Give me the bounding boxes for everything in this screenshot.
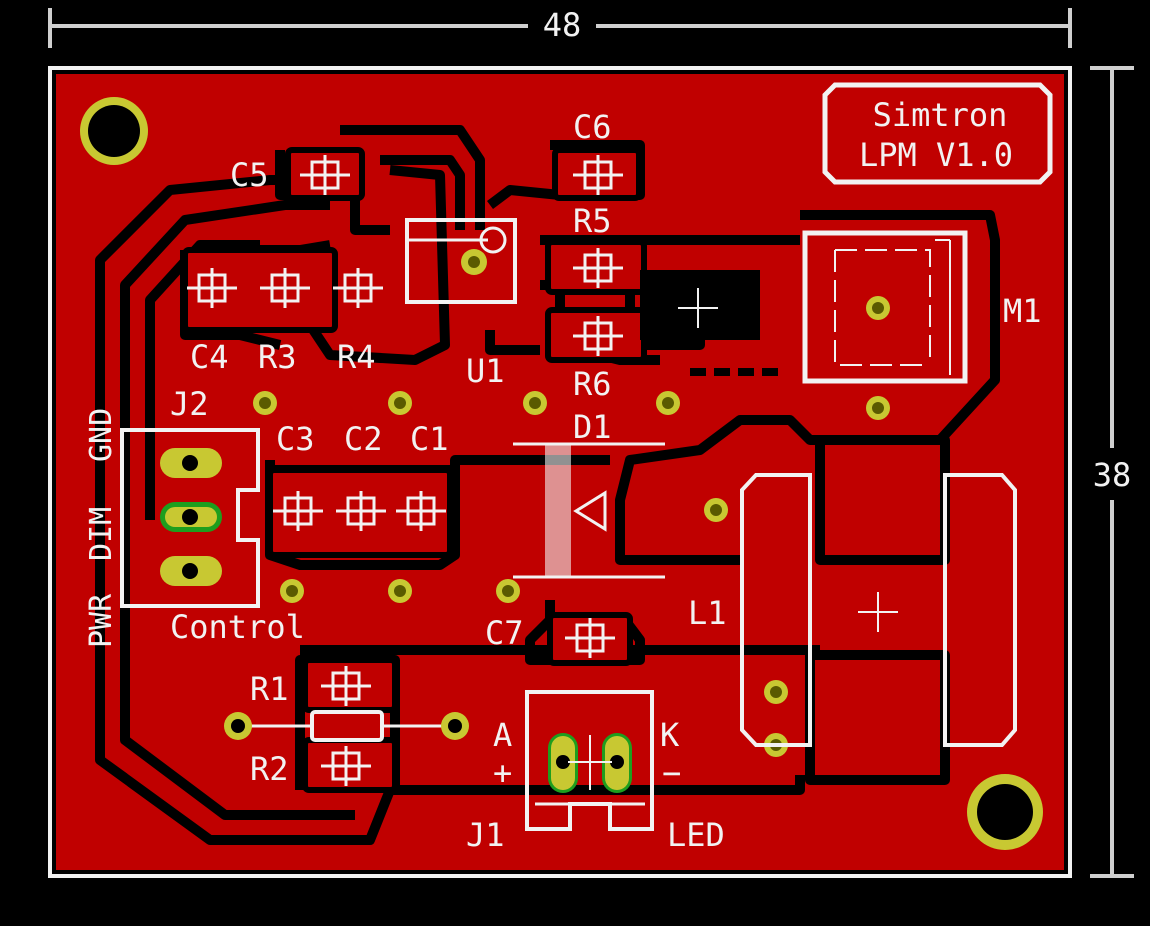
label-d1: D1 bbox=[573, 408, 612, 446]
label-u1: U1 bbox=[466, 352, 505, 390]
label-r3: R3 bbox=[258, 338, 297, 376]
label-gnd: GND bbox=[84, 408, 119, 462]
label-r5: R5 bbox=[573, 202, 612, 240]
label-c5: C5 bbox=[230, 156, 269, 194]
width-dimension bbox=[48, 8, 1072, 48]
j1-connector-outline bbox=[525, 690, 654, 831]
label-r4: R4 bbox=[337, 338, 376, 376]
component-markers bbox=[187, 155, 623, 786]
title-line-1: Simtron bbox=[873, 96, 1008, 134]
label-pwr: PWR bbox=[84, 593, 119, 648]
label-m1: M1 bbox=[1003, 292, 1042, 330]
label-c2: C2 bbox=[344, 420, 383, 458]
label-r6: R6 bbox=[573, 365, 612, 403]
label-cathode: K bbox=[660, 716, 680, 754]
label-c7: C7 bbox=[485, 614, 524, 652]
d1-diode-outline bbox=[513, 442, 665, 579]
title-line-2: LPM V1.0 bbox=[859, 136, 1013, 174]
label-plus: + bbox=[493, 754, 512, 792]
mounting-hole-top-left bbox=[80, 97, 148, 165]
title-box bbox=[822, 82, 1053, 185]
label-r1: R1 bbox=[250, 670, 289, 708]
j2-pins bbox=[160, 448, 222, 586]
label-led: LED bbox=[667, 816, 725, 854]
j2-pin-labels: GND DIM PWR bbox=[84, 408, 119, 648]
label-j2: J2 bbox=[170, 385, 209, 423]
height-dimension bbox=[1090, 66, 1134, 878]
label-c1: C1 bbox=[410, 420, 449, 458]
mounting-hole-bottom-right bbox=[967, 774, 1043, 850]
designator-labels: C5 C6 R5 R6 C4 R3 R4 U1 M1 J2 C3 C2 C1 D… bbox=[170, 108, 1042, 854]
j2-connector-outline bbox=[120, 428, 260, 608]
r1-r2-resistor-body bbox=[224, 710, 469, 742]
width-dimension-label: 48 bbox=[543, 6, 582, 44]
label-c6: C6 bbox=[573, 108, 612, 146]
label-j1: J1 bbox=[466, 816, 505, 854]
l1-inductor-outline bbox=[740, 473, 1017, 747]
m1-mosfet-outline bbox=[640, 230, 968, 384]
label-c3: C3 bbox=[276, 420, 315, 458]
label-dim: DIM bbox=[84, 507, 119, 561]
height-dimension-label: 38 bbox=[1093, 456, 1132, 494]
label-anode: A bbox=[493, 716, 512, 754]
label-r2: R2 bbox=[250, 750, 289, 788]
label-c4: C4 bbox=[190, 338, 229, 376]
u1-regulator-outline bbox=[405, 218, 517, 304]
label-l1: L1 bbox=[688, 594, 727, 632]
label-minus: − bbox=[662, 754, 681, 792]
label-control: Control bbox=[170, 608, 305, 646]
